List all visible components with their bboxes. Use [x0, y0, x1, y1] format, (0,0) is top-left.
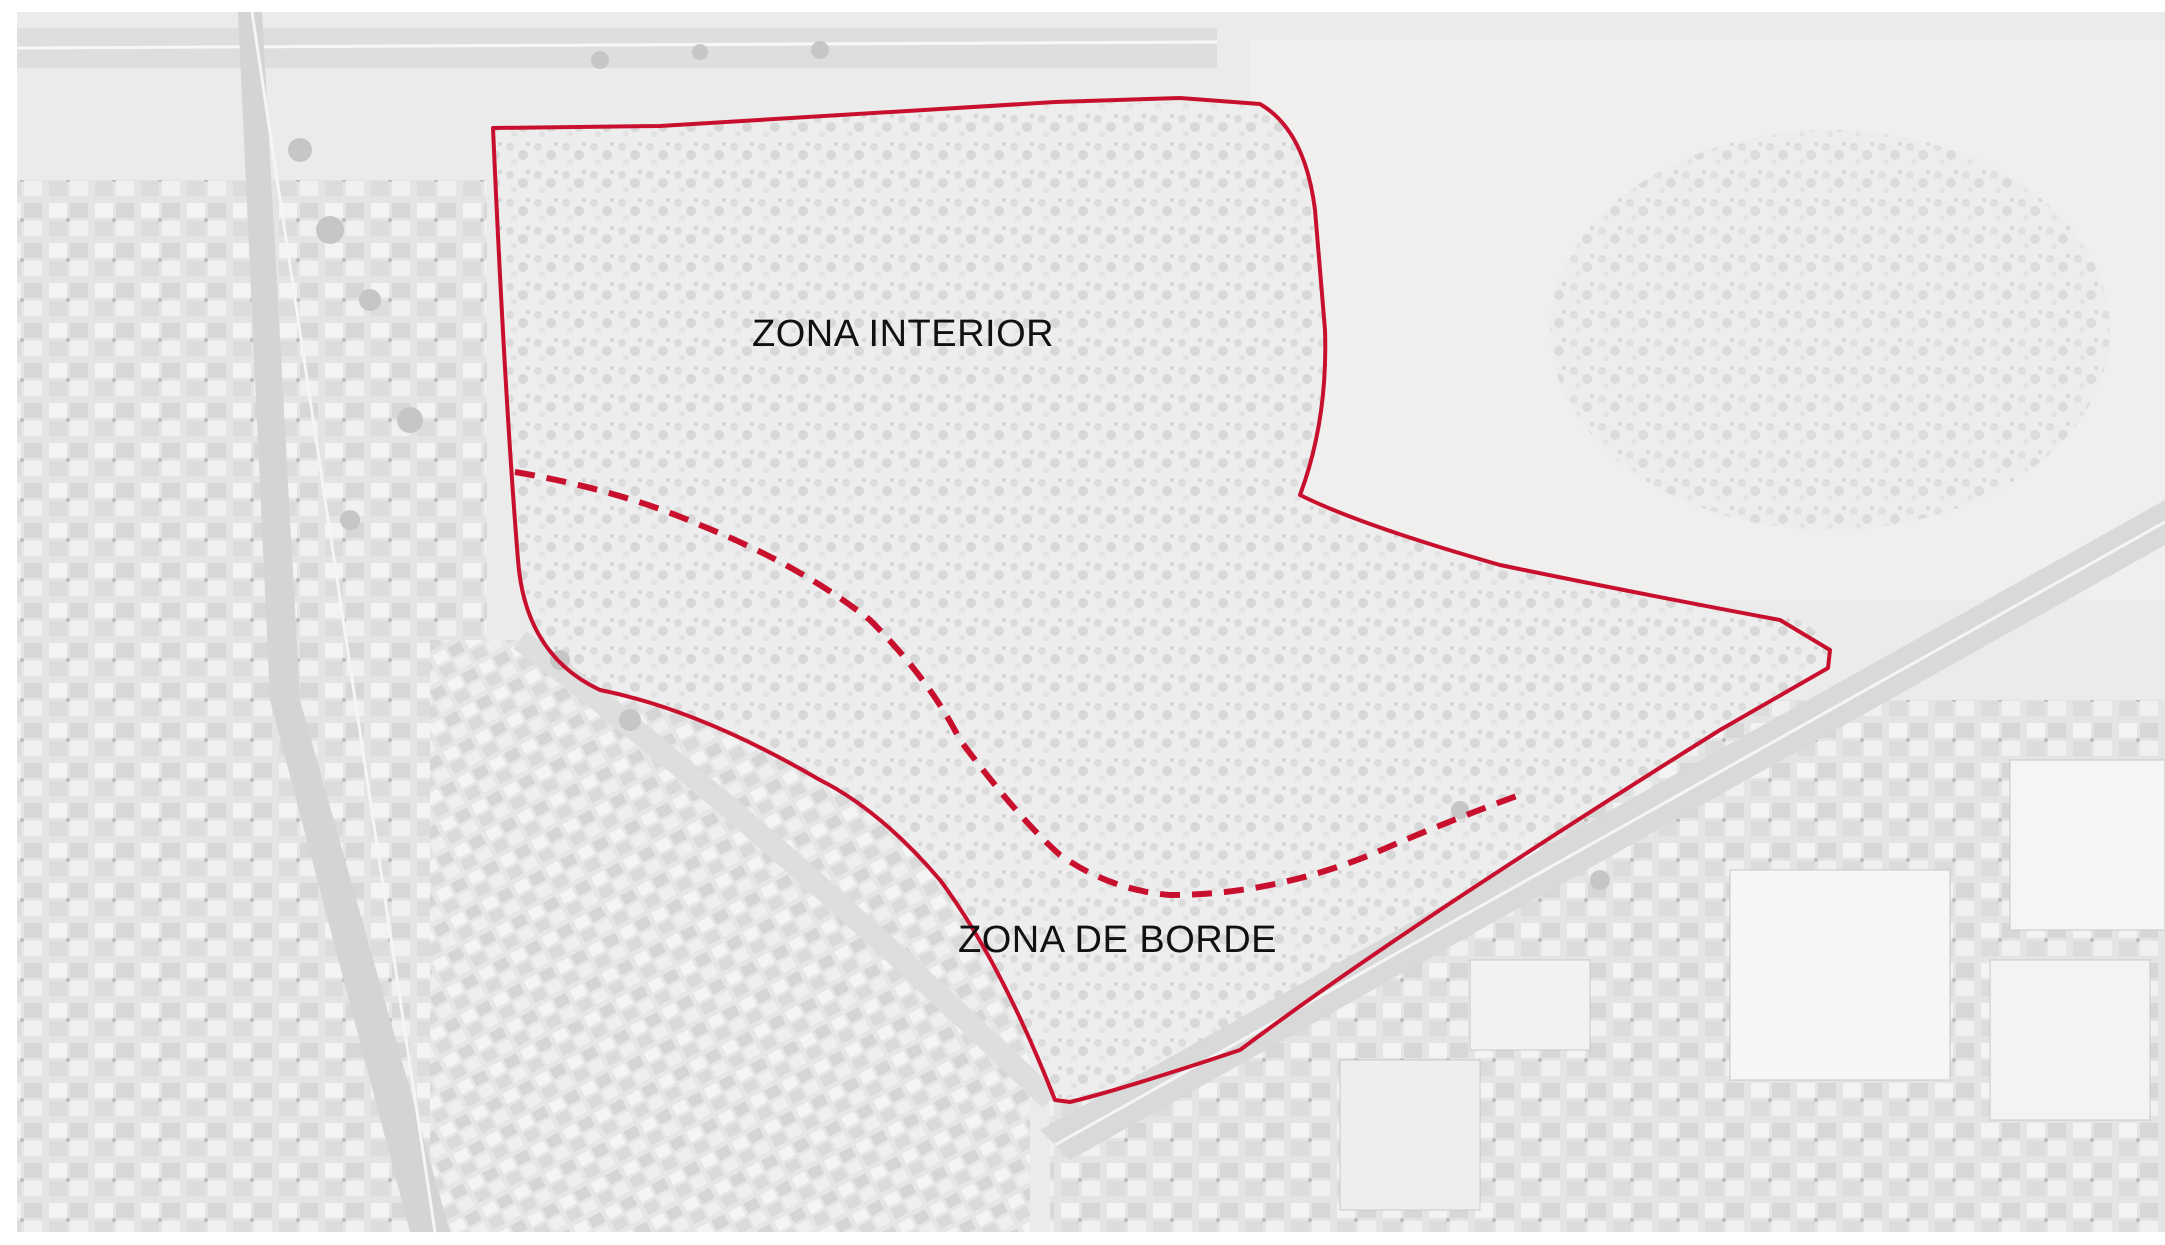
zone-interior-label: ZONA INTERIOR [752, 313, 1054, 355]
trees [288, 41, 1610, 890]
highway-west [238, 11, 450, 1233]
industrial-buildings [1339, 759, 2165, 1211]
zone-division-line [514, 469, 1527, 899]
hill-east [1550, 130, 2110, 530]
zone-border-label: ZONA DE BORDE [958, 919, 1277, 961]
road-southwest [513, 631, 1058, 1108]
avenue-southeast [1040, 500, 2165, 1160]
urban-blocks-west [17, 180, 487, 1232]
highway-north [16, 28, 1218, 68]
park-boundary [491, 96, 1832, 1104]
park-area [493, 102, 1830, 1100]
